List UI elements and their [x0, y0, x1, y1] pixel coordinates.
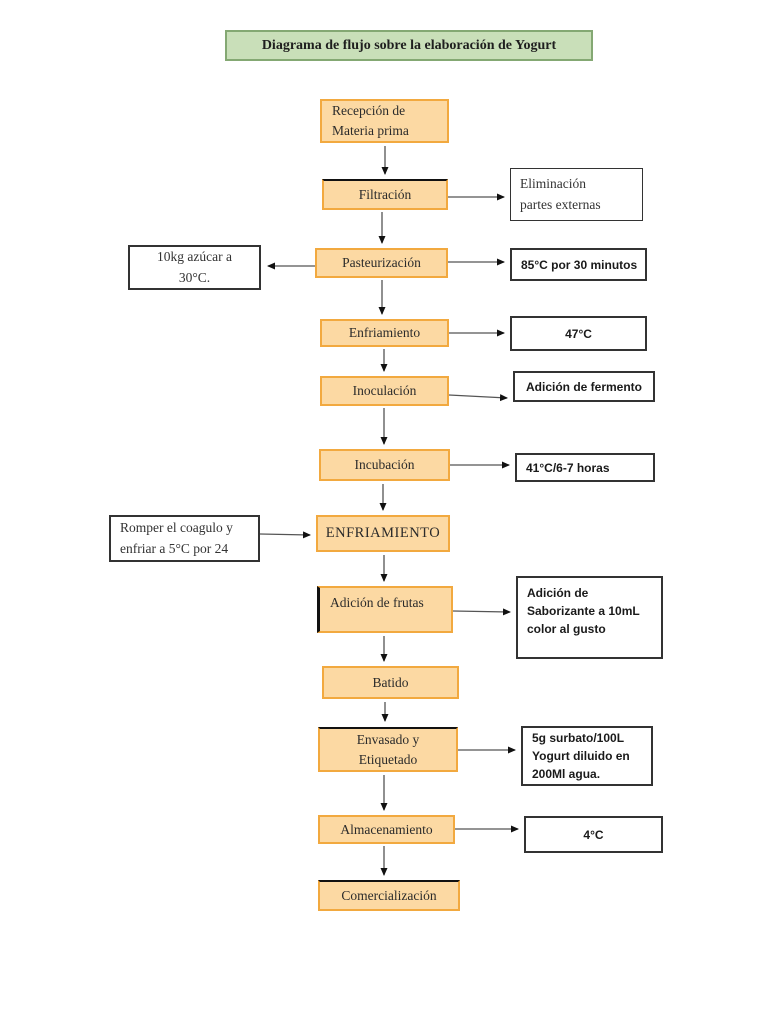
- note-41c-6-7-horas: 41°C/6-7 horas: [515, 453, 655, 482]
- arrow-inoculacion-fermento: [448, 394, 508, 402]
- step-batido: Batido: [322, 666, 459, 699]
- step-recepcion-materia-prima: Recepción de Materia prima: [320, 99, 449, 143]
- step-pasteurizacion: Pasteurización: [315, 248, 448, 278]
- step-enfriamiento: Enfriamiento: [320, 319, 449, 347]
- step-filtracion: Filtración: [322, 179, 448, 210]
- step-incubacion: Incubación: [319, 449, 450, 481]
- step-inoculacion: Inoculación: [320, 376, 449, 406]
- step-almacenamiento: Almacenamiento: [318, 815, 455, 844]
- note-47c: 47°C: [510, 316, 647, 351]
- note-romper-coagulo: Romper el coagulo y enfriar a 5°C por 24: [109, 515, 260, 562]
- note-surbato: 5g surbato/100L Yogurt diluido en 200Ml …: [521, 726, 653, 786]
- note-adicion-de-fermento: Adición de fermento: [513, 371, 655, 402]
- arrow-romper-enfriamiento2: [259, 531, 311, 539]
- step-enfriamiento-2: ENFRIAMIENTO: [316, 515, 450, 552]
- diagram-title: Diagrama de flujo sobre la elaboración d…: [225, 30, 593, 61]
- note-eliminacion-partes-externas: Eliminación partes externas: [510, 168, 643, 221]
- step-envasado-etiquetado: Envasado y Etiquetado: [318, 727, 458, 772]
- note-4c: 4°C: [524, 816, 663, 853]
- note-10kg-azucar: 10kg azúcar a 30°C.: [128, 245, 261, 290]
- note-adicion-saborizante: Adición de Saborizante a 10mL color al g…: [516, 576, 663, 659]
- note-85c-30-minutos: 85°C por 30 minutos: [510, 248, 647, 281]
- arrow-frutas-saborizante: [452, 608, 511, 616]
- step-comercializacion: Comercialización: [318, 880, 460, 911]
- step-adicion-de-frutas: Adición de frutas: [317, 586, 453, 633]
